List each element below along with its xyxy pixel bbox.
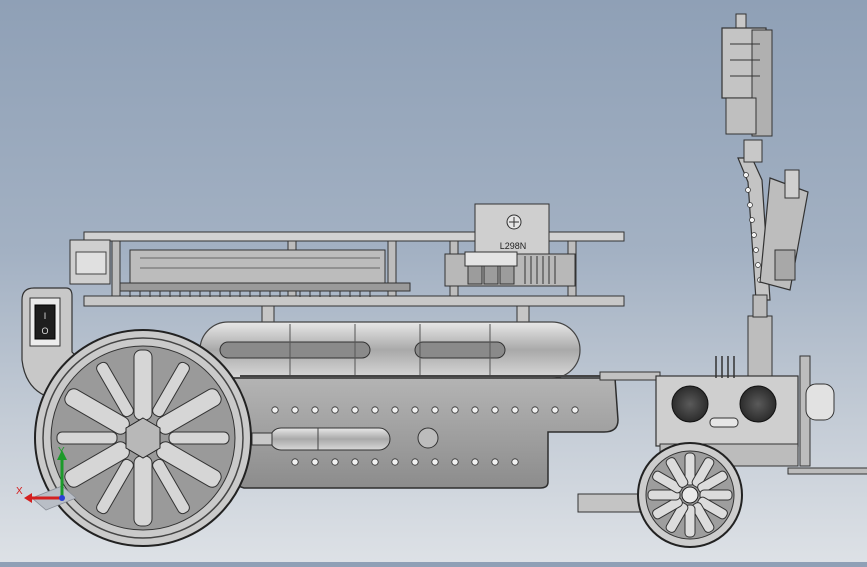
- ultrasonic-transducer-right: [739, 385, 777, 423]
- front-wheel: [637, 442, 743, 548]
- arm-sensor-board: [759, 169, 809, 291]
- rear-wheel: [34, 329, 252, 547]
- rear-wheel-spokes: [56, 349, 230, 527]
- driver-board-label: L298N: [500, 241, 527, 251]
- battery-pack: [69, 239, 386, 285]
- y-axis-arrowhead: [57, 450, 67, 460]
- chain-track: [199, 321, 581, 379]
- y-axis-label: Y: [58, 446, 65, 457]
- x-axis-arrowhead: [24, 493, 32, 503]
- sensor-side-cap: [805, 383, 835, 421]
- switch-off-symbol: O: [41, 326, 48, 336]
- sensor-pin-header: [715, 356, 735, 378]
- z-axis-dot: [59, 495, 65, 501]
- x-axis-label: X: [16, 486, 23, 497]
- ultrasonic-sensor: [655, 355, 835, 467]
- controller-board: [119, 282, 411, 297]
- l298n-driver-module: L298N: [444, 203, 576, 287]
- ultrasonic-transducer-left: [671, 385, 709, 423]
- top-camera-module: [721, 13, 773, 163]
- coordinate-triad: X Y: [16, 446, 77, 511]
- switch-on-symbol: I: [44, 311, 47, 321]
- drive-motor: [251, 427, 391, 451]
